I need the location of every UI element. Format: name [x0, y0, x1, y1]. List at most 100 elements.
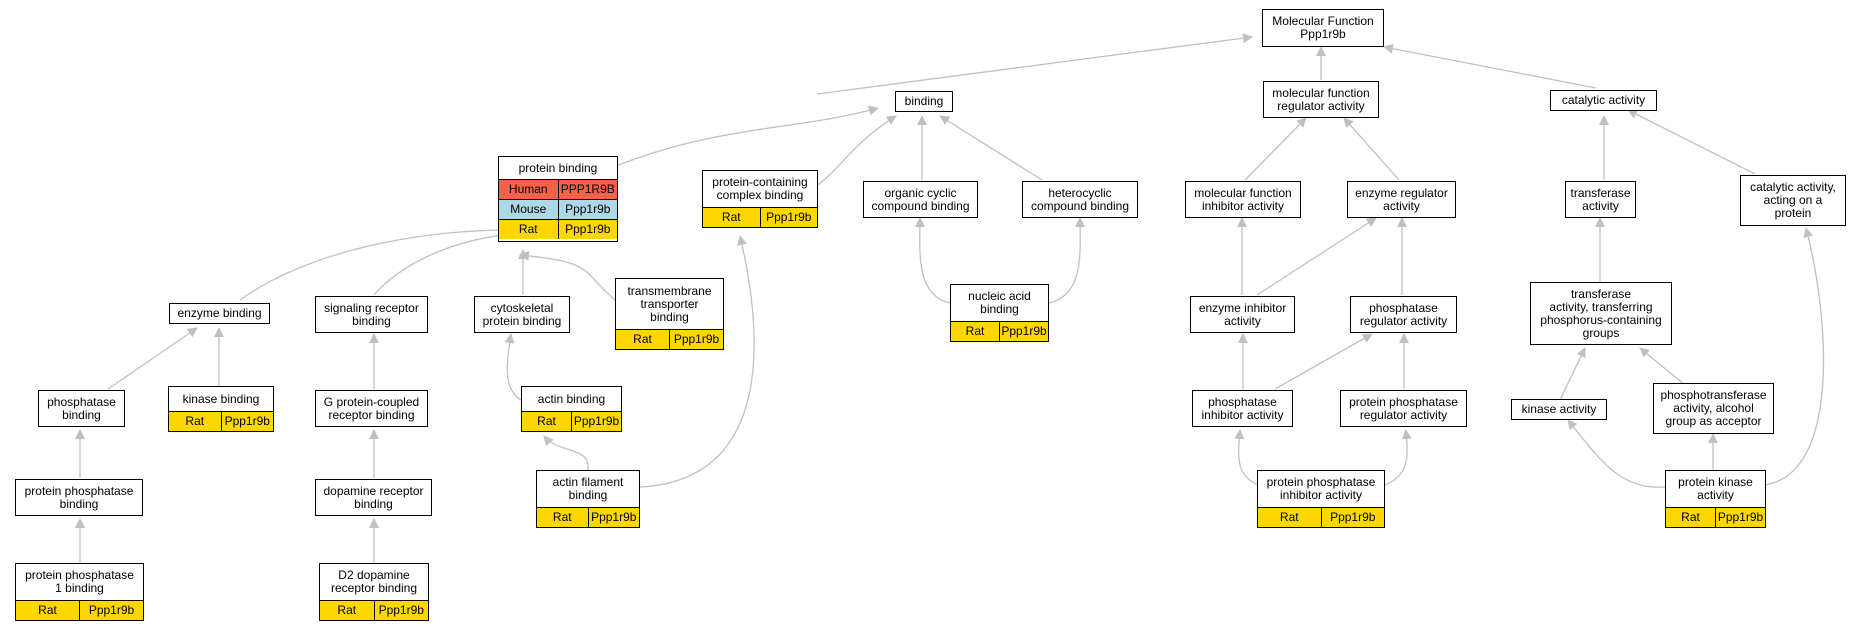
go-term-phosphatase-regulator-activity[interactable]: phosphatase regulator activity — [1350, 296, 1457, 333]
go-term-binding[interactable]: binding — [895, 91, 953, 112]
term-label: transmembrane transporter binding — [627, 283, 712, 324]
term-label: protein phosphatase 1 binding — [25, 568, 134, 595]
gene-label: Ppp1r9b — [220, 412, 274, 431]
gene-label: Ppp1r9b — [759, 208, 818, 227]
go-term-transferase-activity-phosphorus-groups[interactable]: transferase activity, transferring phosp… — [1530, 282, 1672, 345]
term-label: molecular function regulator activity — [1272, 85, 1370, 113]
species-label: Human — [508, 182, 548, 196]
term-label: phosphatase inhibitor activity — [1201, 394, 1284, 422]
term-label: organic cyclic compound binding — [871, 185, 970, 213]
go-term-transferase-activity[interactable]: transferase activity — [1565, 181, 1636, 218]
go-term-enzyme-inhibitor-activity[interactable]: enzyme inhibitor activity — [1190, 296, 1295, 333]
go-term-cytoskeletal-protein-binding[interactable]: cytoskeletal protein binding — [474, 296, 570, 333]
term-label: phosphotransferase activity, alcohol gro… — [1660, 388, 1767, 428]
go-term-enzyme-binding[interactable]: enzyme binding — [169, 303, 270, 324]
edge-mfia-mfra — [1244, 117, 1307, 181]
term-label: protein phosphatase regulator activity — [1349, 394, 1458, 422]
term-label: dopamine receptor binding — [323, 483, 424, 511]
term-label: transferase activity, transferring phosp… — [1540, 286, 1662, 340]
edge-catprotein-catalytic — [1627, 109, 1756, 175]
edge-cat-protein-pka — [1763, 227, 1825, 486]
term-label: protein kinase activity — [1678, 475, 1753, 502]
go-term-catalytic-activity-acting-on-a-protein[interactable]: catalytic activity, acting on a protein — [1740, 175, 1846, 226]
term-label: binding — [904, 94, 944, 108]
species-label: Rat — [185, 414, 205, 428]
species-label: Rat — [965, 324, 985, 338]
term-label: catalytic activity, acting on a protein — [1750, 180, 1836, 220]
go-term-enzyme-regulator-activity[interactable]: enzyme regulator activity — [1347, 181, 1456, 218]
species-label: Rat — [1279, 510, 1299, 524]
annotation-row-rat: Rat Ppp1r9b — [951, 321, 1048, 341]
gene-label: Ppp1r9b — [373, 601, 429, 620]
go-term-protein-phosphatase-regulator-activity[interactable]: protein phosphatase regulator activity — [1340, 390, 1467, 427]
go-term-catalytic-activity[interactable]: catalytic activity — [1550, 90, 1657, 111]
go-term-transmembrane-transporter-binding[interactable]: transmembrane transporter binding Rat Ppp… — [615, 278, 724, 350]
go-term-heterocyclic-compound-binding[interactable]: heterocyclic compound binding — [1022, 181, 1138, 218]
term-label: signaling receptor binding — [324, 300, 419, 328]
gene-label: Ppp1r9b — [1320, 508, 1385, 527]
term-label: Molecular Function Ppp1r9b — [1272, 14, 1374, 41]
go-term-signaling-receptor-binding[interactable]: signaling receptor binding — [315, 296, 428, 333]
annotation-row-rat: Rat Ppp1r9b — [1258, 507, 1384, 527]
annotation-row-rat: Rat Ppp1r9b — [616, 329, 723, 349]
go-term-protein-phosphatase-binding[interactable]: protein phosphatase binding — [15, 479, 143, 516]
term-label: protein phosphatase binding — [24, 483, 134, 511]
species-label: Rat — [633, 332, 652, 346]
go-term-phosphatase-inhibitor-activity[interactable]: phosphatase inhibitor activity — [1192, 390, 1293, 427]
term-label: D2 dopamine receptor binding — [330, 568, 418, 595]
species-label: Rat — [552, 510, 572, 524]
term-label: protein-containing complex binding — [712, 175, 808, 202]
term-label: molecular function inhibitor activity — [1194, 185, 1292, 213]
edge-ppia-ppra — [1384, 429, 1412, 486]
go-term-g-protein-coupled-receptor-binding[interactable]: G protein-coupled receptor binding — [315, 390, 428, 427]
gene-label: Ppp1r9b — [669, 330, 723, 349]
edge-pia-pra — [1274, 333, 1373, 390]
term-label: phosphatase regulator activity — [1359, 300, 1448, 328]
term-label: kinase activity — [1521, 402, 1597, 416]
edge-binding-root — [816, 33, 1253, 95]
go-term-protein-phosphatase-inhibitor-activity[interactable]: protein phosphatase inhibitor activity R… — [1257, 470, 1385, 528]
species-label: Rat — [537, 414, 556, 428]
term-label: enzyme regulator activity — [1355, 185, 1448, 213]
go-term-kinase-activity[interactable]: kinase activity — [1511, 399, 1607, 420]
edge-afb-actin — [543, 435, 589, 471]
term-label: actin filament binding — [552, 475, 624, 502]
species-label: Mouse — [510, 202, 547, 216]
gene-label: Ppp1r9b — [557, 220, 618, 239]
edge-ppia-pia — [1234, 429, 1259, 486]
edge-era-mfra — [1343, 117, 1400, 181]
edge-enzyme-binding-pb — [239, 225, 513, 301]
edge-kinase-activity-tapg — [1559, 347, 1586, 401]
term-label: actin binding — [537, 391, 606, 406]
edge-eia-era — [1256, 217, 1377, 296]
edge-actin-binding-cyto — [504, 333, 522, 401]
go-term-phosphatase-binding[interactable]: phosphatase binding — [38, 390, 125, 427]
term-label: phosphatase binding — [47, 394, 116, 422]
go-term-molecular-function-regulator-activity[interactable]: molecular function regulator activity — [1263, 81, 1379, 118]
edge-nab-organic — [914, 217, 951, 304]
edge-phos-binding-eb — [107, 327, 198, 390]
term-label: protein binding — [518, 160, 598, 175]
go-term-organic-cyclic-compound-binding[interactable]: organic cyclic compound binding — [863, 181, 978, 218]
go-term-molecular-function-inhibitor-activity[interactable]: molecular function inhibitor activity — [1185, 181, 1301, 218]
go-term-dopamine-receptor-binding[interactable]: dopamine receptor binding — [315, 479, 432, 516]
go-term-phosphotransferase-activity-alcohol-group[interactable]: phosphotransferase activity, alcohol gro… — [1653, 383, 1774, 434]
term-label: enzyme inhibitor activity — [1198, 300, 1287, 328]
gene-label: Ppp1r9b — [999, 322, 1048, 341]
go-term-molecular-function[interactable]: Molecular Function Ppp1r9b — [1262, 9, 1384, 47]
gene-label: Ppp1r9b — [79, 601, 143, 620]
